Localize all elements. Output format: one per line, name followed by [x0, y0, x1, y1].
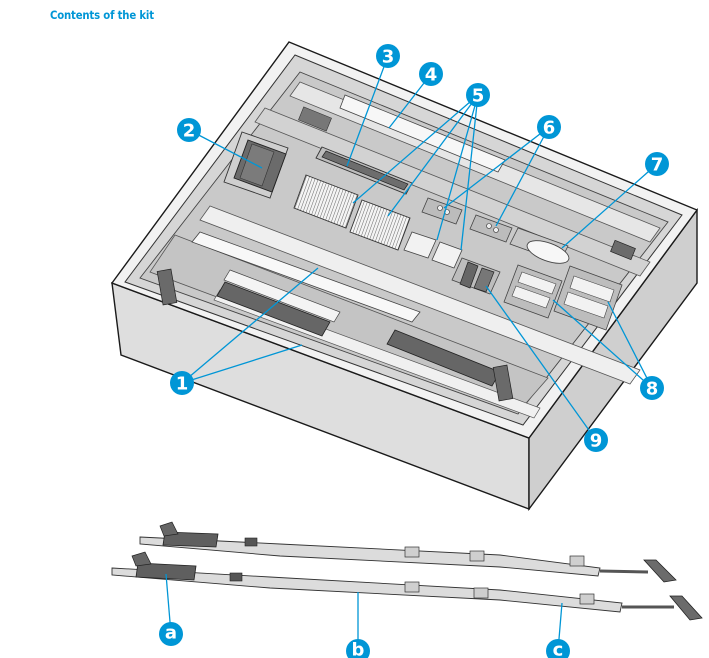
callout-5: 5 — [466, 83, 490, 107]
callout-1: 1 — [170, 371, 194, 395]
callout-label: b — [352, 640, 365, 658]
callout-9: 9 — [584, 428, 608, 452]
callout-a: a — [159, 622, 183, 646]
tray-divider-lower — [199, 205, 641, 385]
callout-label: 6 — [543, 118, 556, 139]
callout-label: 5 — [472, 86, 485, 107]
leader-5b — [387, 94, 479, 217]
callout-label: 7 — [651, 155, 664, 176]
callout-label: c — [553, 640, 564, 658]
rail-lower — [111, 551, 703, 621]
callout-label: 2 — [183, 121, 196, 142]
leader-5d — [460, 94, 479, 251]
leader-6b — [495, 126, 550, 227]
part-3 — [315, 146, 413, 195]
part-4-clip — [298, 106, 332, 132]
leader-8b — [607, 301, 653, 389]
part-6 — [421, 197, 513, 243]
callout-6: 6 — [537, 115, 561, 139]
tray-divider-upper — [254, 107, 651, 277]
leader-9 — [485, 285, 597, 441]
part-4 — [339, 94, 506, 173]
section-heading: Contents of the kit — [50, 8, 154, 22]
callout-7: 7 — [645, 152, 669, 176]
leader-1a — [181, 267, 319, 384]
callout-4: 4 — [419, 62, 443, 86]
callout-c: c — [546, 639, 570, 658]
leader-1b — [181, 344, 303, 384]
part-8 — [503, 264, 623, 331]
leader-2 — [188, 129, 263, 169]
part-7 — [509, 227, 636, 264]
leader-5c — [436, 94, 479, 241]
kit-box — [110, 41, 699, 512]
leader-6a — [443, 126, 550, 209]
callout-markers: 1 2 3 4 5 6 7 8 9 a b c — [159, 44, 669, 658]
leader-5a — [352, 94, 479, 204]
callout-label: 4 — [425, 65, 438, 86]
callout-2: 2 — [177, 118, 201, 142]
callout-label: 8 — [646, 379, 659, 400]
callout-b: b — [346, 639, 370, 658]
rail-upper — [139, 521, 677, 583]
leader-3 — [346, 55, 389, 167]
part-5 — [293, 174, 463, 269]
callout-label: 3 — [382, 47, 395, 68]
callout-8: 8 — [640, 376, 664, 400]
part-1 — [156, 231, 541, 419]
rail-assembly — [111, 521, 703, 621]
leader-7 — [561, 163, 658, 249]
callout-3: 3 — [376, 44, 400, 68]
callout-label: a — [165, 623, 177, 644]
callout-label: 1 — [176, 374, 189, 395]
part-9 — [451, 257, 501, 295]
callout-label: 9 — [590, 431, 603, 452]
leader-8a — [552, 299, 653, 389]
leader-lines — [165, 55, 658, 652]
